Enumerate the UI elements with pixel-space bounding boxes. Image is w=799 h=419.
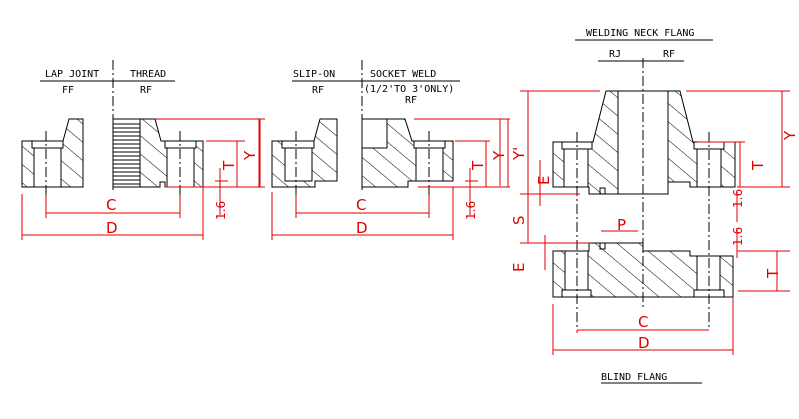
slip-on-face: RF (312, 85, 324, 96)
slip-on-title: SLIP-ON (293, 69, 335, 80)
welding-neck-title: WELDING NECK FLANG (586, 28, 694, 39)
dim-e-bottom: E (510, 263, 528, 272)
welding-neck-blind-flange: WELDING NECK FLANG RJ RF BLIND FLANG Y' … (499, 28, 799, 384)
bolt-hole-left (33, 140, 62, 188)
dim-gap-bottom: 1.6 (731, 227, 745, 246)
dim-d: D (106, 219, 118, 237)
rj-face: RJ (609, 49, 621, 60)
dim-d: D (638, 334, 650, 352)
dim-e-top: E (535, 176, 553, 185)
dimensions: Y' Y T E S P 1.6 1.6 E T C D (499, 90, 799, 355)
dim-y-prime: Y' (510, 147, 528, 161)
dim-t-bottom: T (764, 268, 782, 279)
dim-c: C (106, 196, 116, 214)
socket-weld-face: RF (405, 95, 417, 106)
dim-d: D (356, 219, 368, 237)
dim-s: S (510, 215, 528, 225)
dim-p: P (617, 216, 626, 234)
dim-c: C (638, 313, 648, 331)
ring-groove-bottom (599, 243, 606, 250)
thread-title: THREAD (130, 69, 166, 80)
thread-lines (112, 118, 141, 188)
dim-t: T (469, 160, 487, 171)
blind-flange-title: BLIND FLANG (601, 372, 667, 383)
dim-t-top: T (749, 160, 767, 171)
dim-y: Y (490, 150, 508, 161)
thread-face: RF (140, 85, 152, 96)
dim-y: Y (241, 150, 259, 161)
lap-joint-thread-flange: LAP JOINT FF THREAD RF C D Y T 1.6 (21, 60, 265, 240)
dim-t: T (220, 160, 238, 171)
dim-c: C (356, 196, 366, 214)
socket-weld-note: (1/2'TO 3'ONLY) (364, 84, 454, 95)
dimensions: C D Y T 1.6 (21, 118, 265, 240)
dim-gap: 1.6 (464, 201, 478, 220)
dimensions: C D Y T 1.6 (259, 118, 510, 240)
slip-on-socket-weld-flange: SLIP-ON RF SOCKET WELD (1/2'TO 3'ONLY) R… (259, 60, 510, 240)
dim-gap-top: 1.6 (731, 189, 745, 208)
dim-gap: 1.6 (214, 201, 228, 220)
lap-joint-title: LAP JOINT (45, 69, 99, 80)
ring-groove-top (599, 187, 606, 194)
socket-weld-title: SOCKET WELD (370, 69, 436, 80)
dim-y: Y (781, 130, 799, 141)
lap-joint-face: FF (62, 85, 74, 96)
rf-face: RF (663, 49, 675, 60)
